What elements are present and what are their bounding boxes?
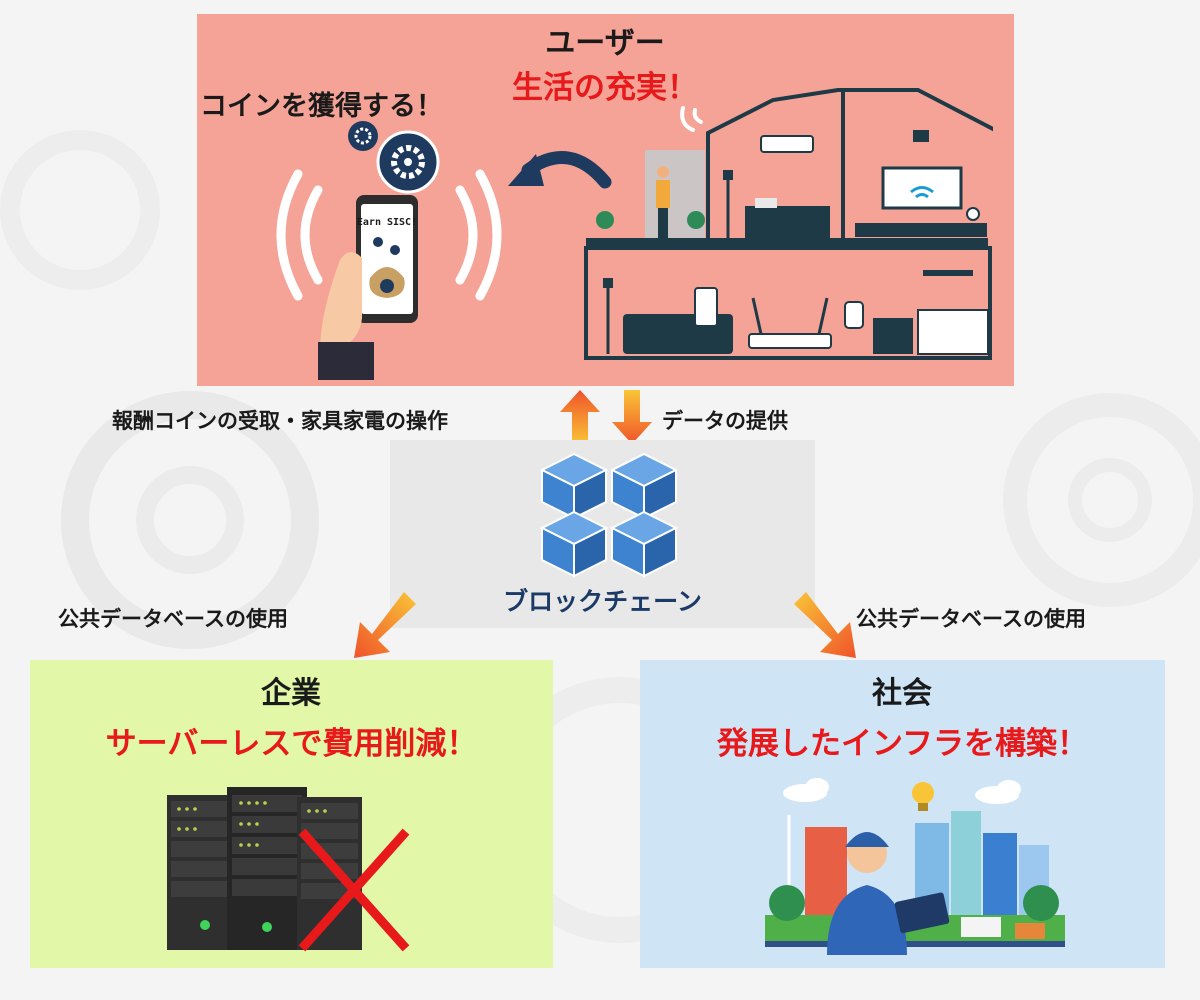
house-floor-lower bbox=[584, 246, 992, 360]
server-rack bbox=[297, 797, 362, 950]
flow-arrows bbox=[560, 390, 652, 444]
cloud-icon bbox=[975, 780, 1021, 804]
bed bbox=[745, 206, 830, 238]
arrow-down-left-icon bbox=[354, 592, 416, 658]
city-infrastructure-illustration bbox=[765, 778, 1065, 955]
tree-icon bbox=[769, 885, 805, 921]
block-cube bbox=[609, 452, 679, 520]
block-cube bbox=[609, 510, 679, 578]
coin-caption: コインを獲得する！ bbox=[200, 91, 443, 122]
hand bbox=[320, 251, 362, 370]
building bbox=[951, 811, 981, 917]
oven bbox=[873, 318, 913, 354]
tree-icon bbox=[1023, 885, 1059, 921]
blockchain-icon bbox=[540, 452, 679, 578]
curved-arrow-icon bbox=[508, 151, 612, 189]
arrow-down-icon bbox=[612, 390, 652, 444]
house-roof bbox=[706, 88, 993, 248]
block-cube bbox=[540, 510, 609, 578]
user-slogan: 生活の充実！ bbox=[512, 70, 698, 106]
flow-label-left: 公共データベースの使用 bbox=[58, 607, 288, 631]
air-conditioner bbox=[760, 135, 814, 153]
building bbox=[983, 833, 1017, 917]
corp-title: 企業 bbox=[261, 676, 321, 711]
worker bbox=[827, 832, 950, 955]
smart-house-illustration bbox=[584, 88, 993, 360]
phone-screen-text: Earn SISC! bbox=[357, 217, 417, 228]
plant-icon bbox=[596, 211, 614, 229]
phone-illustration: Earn SISC! bbox=[276, 121, 502, 380]
blockchain-label: ブロックチェーン bbox=[503, 587, 702, 616]
bus-icon bbox=[1015, 923, 1045, 939]
signal-waves-icon bbox=[276, 169, 502, 301]
arrow-down-right-icon bbox=[794, 592, 856, 658]
corp-slogan: サーバーレスで費用削減！ bbox=[105, 726, 478, 762]
tablet-icon bbox=[894, 892, 950, 934]
cross-mark-icon bbox=[298, 828, 410, 952]
truck-icon bbox=[961, 917, 1001, 937]
person bbox=[656, 180, 670, 208]
flow-label-right: 公共データベースの使用 bbox=[856, 607, 1086, 631]
tablet bbox=[694, 287, 718, 327]
light-bulb-icon bbox=[912, 782, 934, 811]
building bbox=[805, 827, 847, 917]
wifi-icon bbox=[680, 106, 703, 132]
wifi-router bbox=[748, 333, 832, 349]
server-rack-illustration bbox=[167, 787, 410, 952]
kitchen-cabinet bbox=[917, 309, 989, 355]
clock-icon bbox=[966, 207, 980, 221]
hard-hat-icon bbox=[845, 832, 889, 847]
smart-plug bbox=[844, 301, 864, 329]
society-title: 社会 bbox=[872, 676, 932, 711]
wifi-icon bbox=[910, 186, 934, 199]
flow-label-up: 報酬コインの受取・家具家電の操作 bbox=[112, 409, 448, 433]
coin-icon bbox=[348, 121, 378, 151]
cloud-icon bbox=[783, 778, 829, 802]
server-rack bbox=[227, 787, 307, 950]
user-title: ユーザー bbox=[545, 26, 665, 61]
server-rack bbox=[167, 795, 237, 950]
coin-icon bbox=[376, 130, 440, 194]
society-slogan: 発展したインフラを構築！ bbox=[716, 726, 1089, 762]
flow-label-down: データの提供 bbox=[662, 409, 788, 433]
plant-icon bbox=[687, 211, 705, 229]
block-cube bbox=[540, 452, 609, 520]
arrow-up-icon bbox=[560, 390, 600, 444]
